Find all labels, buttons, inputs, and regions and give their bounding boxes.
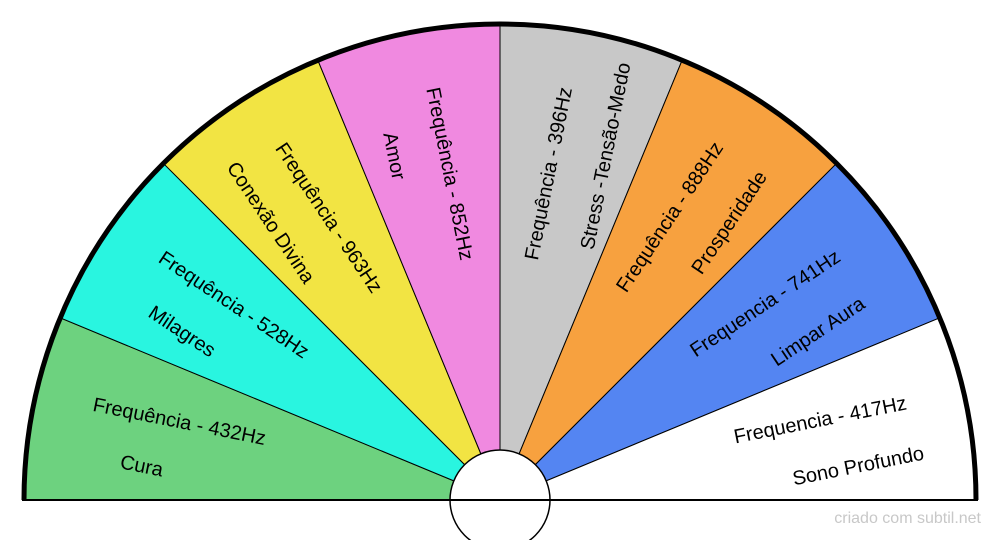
credit-text: criado com subtil.net [834, 510, 981, 527]
outer-arc-border [21, 21, 979, 501]
center-hub [449, 449, 551, 540]
